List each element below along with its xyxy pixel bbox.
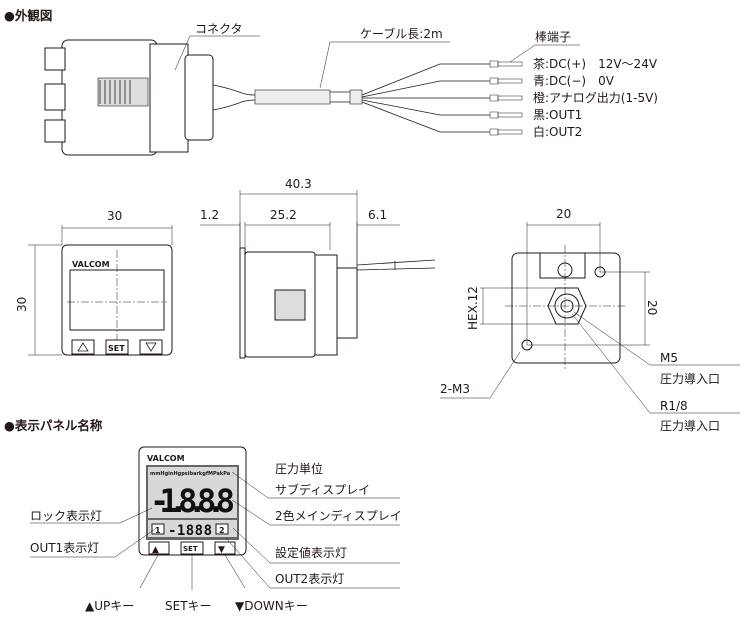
flange-dim: 1.2 — [200, 208, 219, 222]
connector-label: コネクタ — [195, 22, 243, 36]
rear-view — [440, 222, 740, 414]
label-down-key: ▼DOWNキー — [235, 599, 308, 613]
rear-height-dim: 20 — [645, 300, 659, 315]
wire-label: 白:OUT2 — [533, 124, 582, 139]
front-height-dim: 30 — [15, 297, 29, 312]
cable-length-label: ケーブル長:2m — [360, 26, 443, 41]
panel-brand: VALCOM — [147, 454, 185, 463]
label-sub-display: サブディスプレイ — [275, 482, 370, 497]
label-out1-lamp: OUT1表示灯 — [30, 541, 99, 555]
main-display: -1.8.8.8 — [150, 482, 235, 520]
front-width-dim: 30 — [107, 209, 122, 223]
sub-display: -1888 — [168, 523, 212, 539]
display-panel: VALCOM mmHginHgpsibarkgfMPakPa -1.8.8.8 … — [30, 446, 400, 590]
brand-logo: VALCOM — [72, 260, 110, 269]
panel-title: ●表示パネル名称 — [4, 418, 103, 433]
side-view — [200, 190, 436, 359]
label-setvalue-lamp: 設定値表示灯 — [275, 545, 347, 560]
wire-label: 橙:アナログ出力(1-5V) — [533, 90, 658, 105]
r18-desc: 圧力導入口 — [660, 419, 720, 433]
unit-indicators: mmHginHgpsibarkgfMPakPa — [150, 471, 230, 477]
r18-label: R1/8 — [660, 399, 688, 413]
down-key[interactable]: ▼ — [218, 545, 225, 555]
wire-label: 茶:DC(+) 12V〜24V — [533, 56, 658, 71]
svg-text:SET: SET — [108, 344, 125, 353]
connector-length-dim: 6.1 — [368, 208, 387, 222]
rear-width-dim: 20 — [556, 207, 571, 221]
label-lock-lamp: ロック表示灯 — [30, 509, 102, 523]
out2-indicator: 2 — [219, 526, 225, 535]
up-key[interactable]: ▲ — [152, 545, 159, 555]
label-main-display: 2色メインディスプレイ — [275, 508, 402, 523]
label-set-key: SETキー — [165, 599, 212, 613]
m5-desc: 圧力導入口 — [660, 372, 720, 386]
hex-dim: HEX.12 — [466, 286, 480, 330]
total-length-dim: 40.3 — [285, 177, 312, 191]
body-length-dim: 25.2 — [270, 208, 297, 222]
top-view — [44, 35, 580, 156]
label-pressure-unit: 圧力単位 — [275, 461, 323, 476]
set-key[interactable]: SET — [183, 545, 198, 553]
m5-label: M5 — [660, 351, 678, 365]
out1-indicator: 1 — [155, 526, 161, 535]
label-up-key: ▲UPキー — [85, 599, 134, 613]
m3-label: 2-M3 — [440, 382, 470, 396]
wire-label: 黒:OUT1 — [533, 108, 582, 122]
wire-label: 青:DC(−) 0V — [533, 74, 615, 88]
front-view: VALCOM SET — [28, 225, 173, 356]
label-out2-lamp: OUT2表示灯 — [275, 572, 344, 586]
terminal-label: 棒端子 — [535, 30, 571, 44]
exterior-title: ●外観図 — [4, 8, 52, 23]
